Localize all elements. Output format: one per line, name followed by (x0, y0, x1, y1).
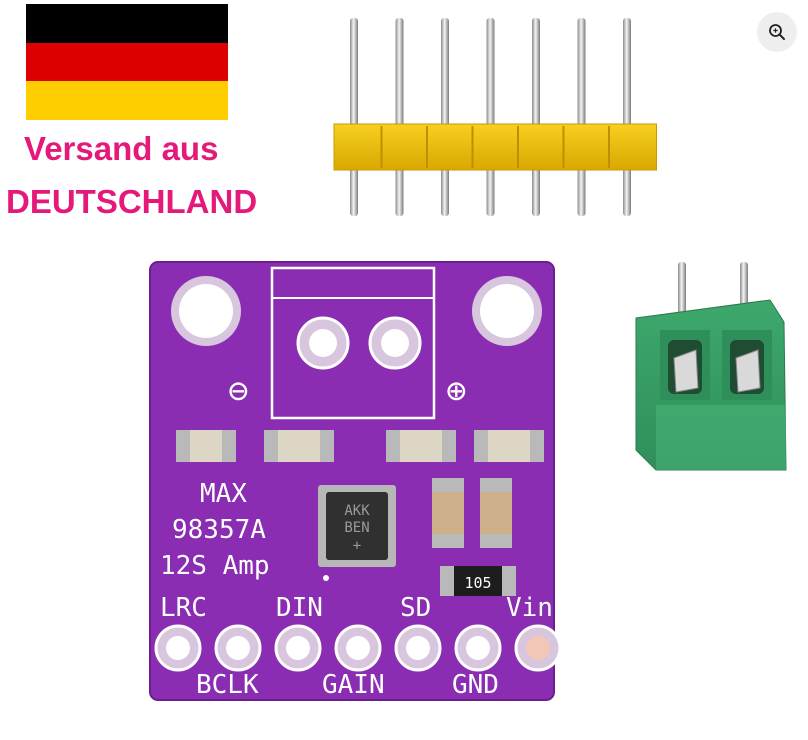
board-label-model: 98357A (172, 515, 266, 545)
board-label-max: MAX (200, 479, 247, 509)
header-pin (532, 18, 540, 216)
chip-mark-1: AKK (344, 503, 370, 519)
smd-components: 105 (176, 430, 544, 596)
flag-stripe-red (26, 42, 228, 82)
chip-mark-3: + (353, 538, 361, 554)
pin-label-bclk: BCLK (196, 670, 259, 700)
chip-mark-2: BEN (344, 520, 369, 536)
flag-stripe-gold (26, 81, 228, 120)
header-pin (486, 18, 495, 216)
header-pin (350, 18, 358, 216)
pin-label-gnd: GND (452, 670, 499, 700)
zoom-icon (769, 24, 785, 40)
resistor-code: 105 (464, 574, 491, 592)
pin-label-din: DIN (276, 593, 323, 623)
header-pin (441, 18, 449, 216)
pin-label-vin: Vin (506, 593, 553, 623)
zoom-button[interactable] (757, 12, 797, 52)
pin-header (333, 18, 657, 216)
pin-label-gain: GAIN (322, 670, 385, 700)
pin-label-sd: SD (400, 593, 431, 623)
board-label-i2s-amp: 12S Amp (160, 551, 270, 581)
amplifier-chip: AKK BEN + (318, 485, 396, 581)
flag-stripe-black (26, 4, 228, 43)
header-pin (395, 18, 404, 216)
header-housing (333, 123, 657, 171)
screw-terminal-block (635, 262, 787, 471)
max98357a-board: ⊖ ⊕ 105 AKK BEN + (149, 261, 562, 701)
minus-label: ⊖ (228, 371, 248, 411)
header-pin (623, 18, 631, 216)
germany-flag (26, 4, 228, 120)
promo-line-1: Versand aus (24, 130, 219, 167)
pin-pads (154, 624, 562, 672)
promo-line-2: DEUTSCHLAND (6, 183, 258, 220)
plus-label: ⊕ (446, 371, 466, 411)
pin-label-lrc: LRC (160, 593, 207, 623)
header-pin (577, 18, 586, 216)
